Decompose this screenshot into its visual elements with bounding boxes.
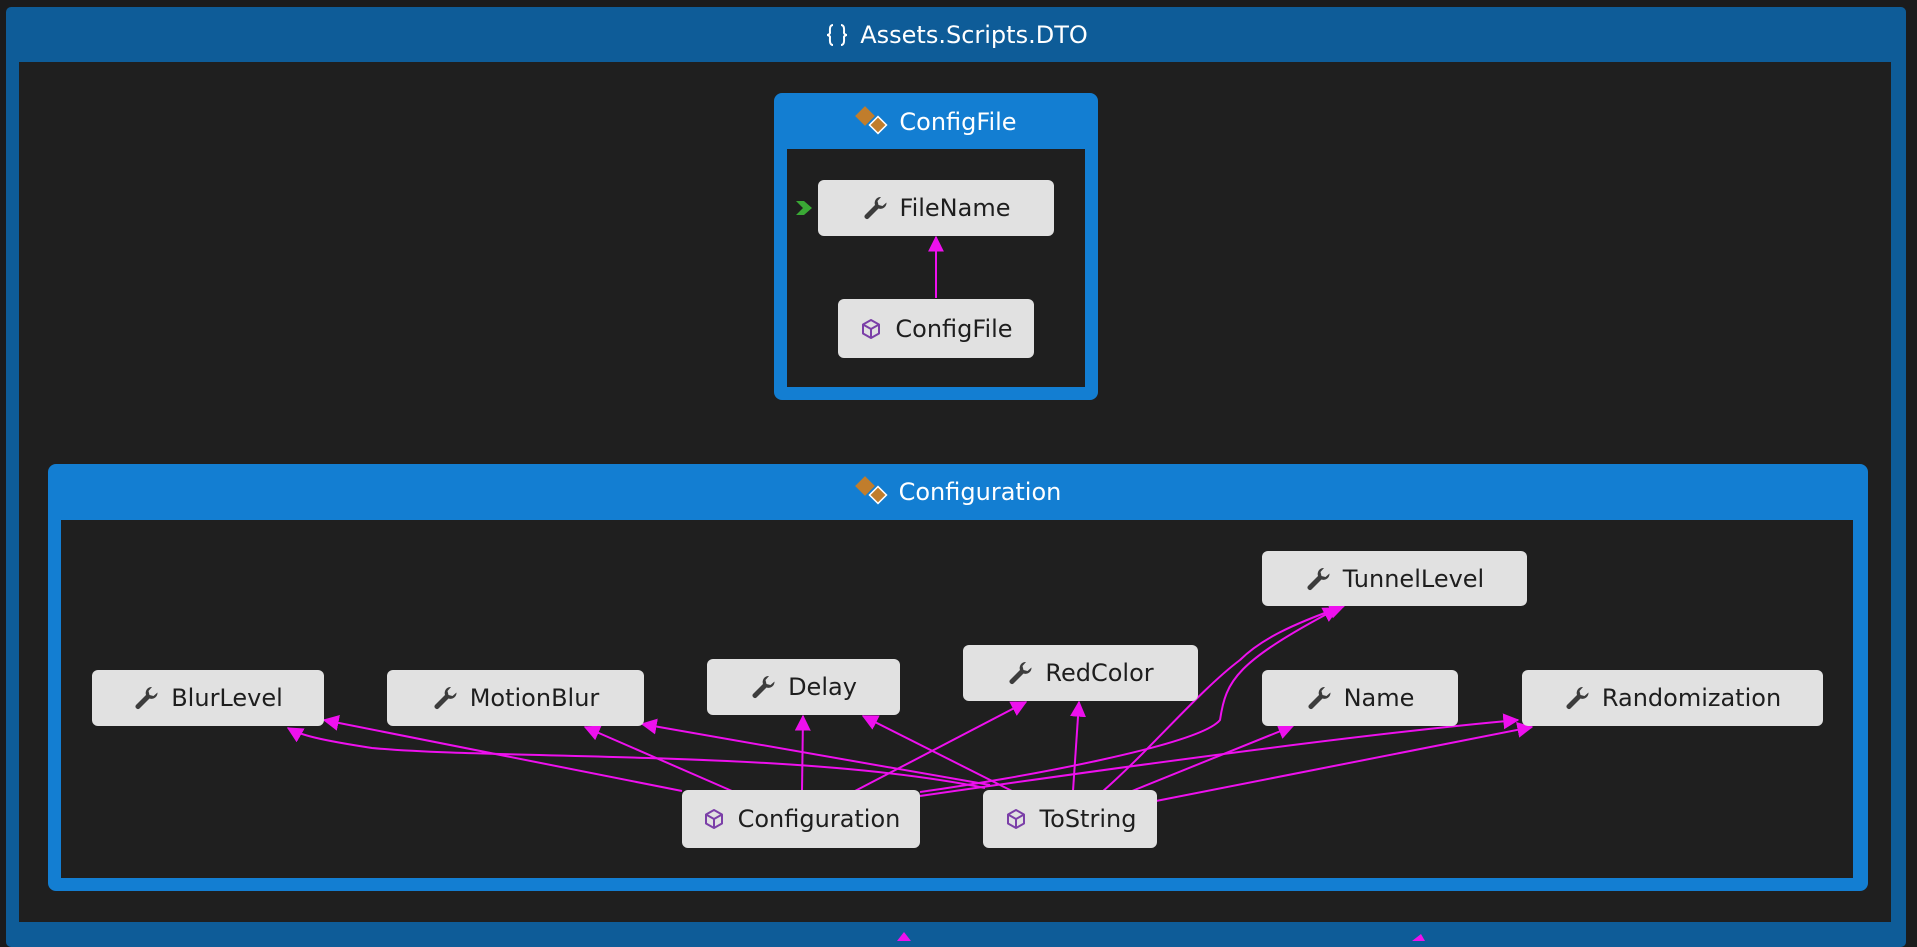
cube-method-icon <box>702 807 726 831</box>
node-label: Configuration <box>737 805 901 833</box>
node-redcolor[interactable]: RedColor <box>963 645 1198 701</box>
wrench-icon <box>750 674 776 700</box>
wrench-icon <box>1007 660 1033 686</box>
node-randomization[interactable]: Randomization <box>1522 670 1823 726</box>
node-filename[interactable]: FileName <box>818 180 1054 236</box>
node-tunnellevel[interactable]: TunnelLevel <box>1262 551 1527 606</box>
node-label: ConfigFile <box>895 314 1013 343</box>
wrench-icon <box>862 195 888 221</box>
group-configfile-header[interactable]: ConfigFile <box>774 93 1098 151</box>
node-label: Delay <box>788 673 857 701</box>
class-icon <box>854 476 889 508</box>
wrench-icon <box>133 685 159 711</box>
node-label: TunnelLevel <box>1342 564 1485 593</box>
group-configuration-title: Configuration <box>898 478 1062 506</box>
node-label: FileName <box>899 194 1011 222</box>
node-label: RedColor <box>1045 659 1154 687</box>
namespace-header[interactable]: Assets.Scripts.DTO <box>6 7 1906 62</box>
group-configfile-title: ConfigFile <box>899 108 1017 136</box>
node-label: Randomization <box>1601 684 1782 712</box>
entry-point-marker-icon <box>794 199 814 221</box>
group-configuration-header[interactable]: Configuration <box>48 464 1868 520</box>
namespace-title: Assets.Scripts.DTO <box>860 20 1088 49</box>
cube-method-icon <box>859 317 883 341</box>
node-label: MotionBlur <box>469 684 600 712</box>
wrench-icon <box>432 685 458 711</box>
node-motionblur[interactable]: MotionBlur <box>387 670 644 726</box>
node-configuration-ctor[interactable]: Configuration <box>682 790 920 848</box>
node-label: Name <box>1343 684 1415 712</box>
cube-method-icon <box>1004 807 1028 831</box>
node-tostring[interactable]: ToString <box>983 790 1157 848</box>
node-label: ToString <box>1039 805 1137 833</box>
namespace-braces-icon <box>824 22 850 48</box>
wrench-icon <box>1306 685 1332 711</box>
node-blurlevel[interactable]: BlurLevel <box>92 670 324 726</box>
wrench-icon <box>1564 685 1590 711</box>
node-delay[interactable]: Delay <box>707 659 900 715</box>
wrench-icon <box>1305 566 1331 592</box>
node-configfile-ctor[interactable]: ConfigFile <box>838 299 1034 358</box>
class-icon <box>855 106 889 138</box>
node-name[interactable]: Name <box>1262 670 1458 726</box>
node-label: BlurLevel <box>171 684 283 712</box>
